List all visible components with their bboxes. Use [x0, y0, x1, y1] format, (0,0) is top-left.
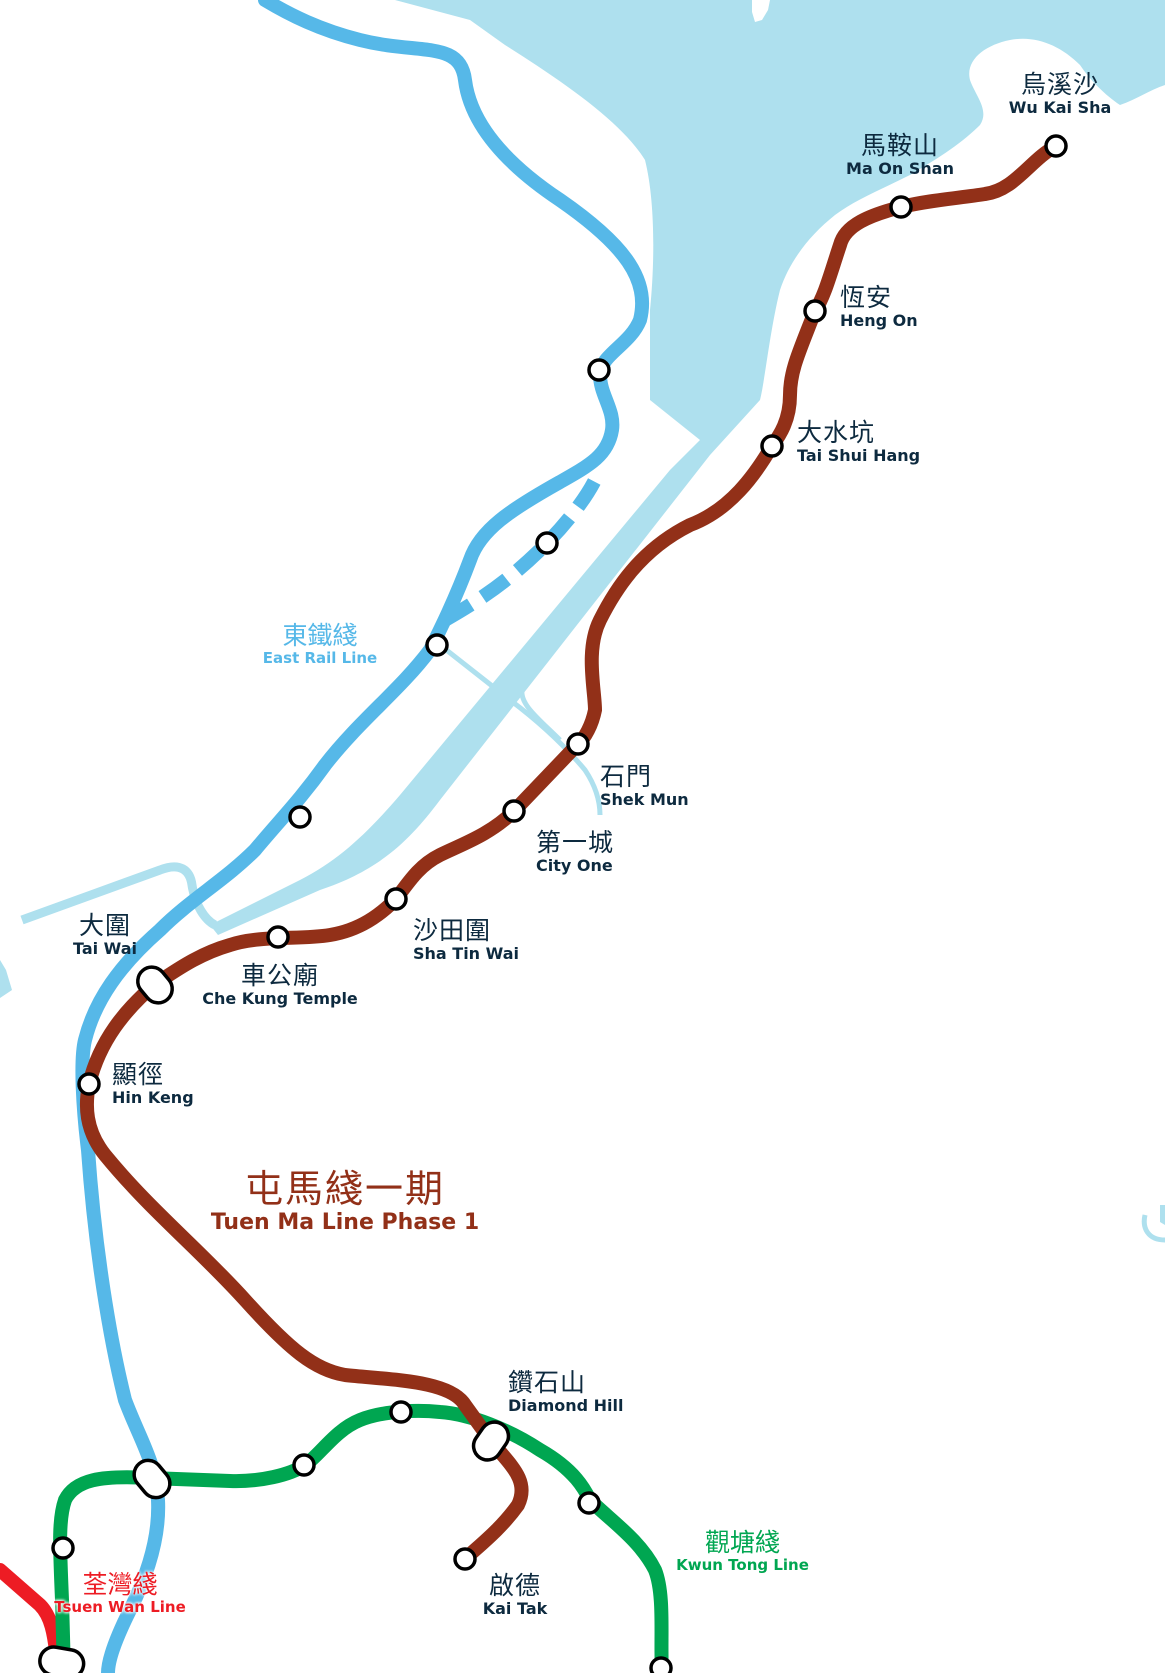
station-name-en: Ma On Shan	[846, 159, 954, 178]
station-name-zh: 烏溪沙	[1020, 70, 1099, 99]
label-sha-tin-wai: 沙田圍 Sha Tin Wai	[413, 918, 519, 962]
station-name-zh: 沙田圍	[413, 916, 492, 945]
station-east-rail-2[interactable]	[425, 633, 449, 657]
river-branch-ne	[519, 689, 562, 742]
river-branch-shatin	[438, 643, 603, 816]
line-name-zh: 東鐵綫	[282, 621, 358, 650]
water	[0, 0, 1165, 1243]
station-name-en: Kai Tak	[482, 1599, 548, 1618]
water-right-edge	[1141, 1214, 1165, 1243]
station-name-en: Tai Shui Hang	[797, 446, 921, 465]
station-name-en: Tai Wai	[72, 939, 138, 958]
water-left-edge	[0, 960, 12, 998]
station-hin-keng[interactable]	[77, 1072, 101, 1096]
label-tai-wai: 大圍 Tai Wai	[60, 913, 150, 957]
label-che-kung-temple: 車公廟 Che Kung Temple	[195, 963, 365, 1007]
line-name-zh: 屯馬綫一期	[244, 1167, 445, 1211]
station-name-en: Shek Mun	[600, 790, 689, 809]
label-shek-mun: 石門 Shek Mun	[600, 764, 689, 808]
station-kai-tak[interactable]	[453, 1547, 477, 1571]
east-rail-line-track	[75, 0, 650, 1673]
station-name-zh: 馬鞍山	[860, 131, 939, 160]
station-sha-tin-wai[interactable]	[384, 887, 408, 911]
station-name-zh: 啟德	[488, 1571, 541, 1600]
label-wu-kai-sha: 烏溪沙 Wu Kai Sha	[1000, 72, 1120, 116]
islet	[752, 0, 770, 22]
station-wu-kai-sha[interactable]	[1044, 134, 1068, 158]
station-name-zh: 鑽石山	[508, 1368, 587, 1397]
station-name-en: Sha Tin Wai	[413, 944, 519, 963]
station-kwun-tong-5[interactable]	[649, 1656, 673, 1673]
line-name-en: Tsuen Wan Line	[54, 1598, 186, 1616]
water-right-nub	[1160, 1205, 1165, 1225]
station-tai-shui-hang[interactable]	[760, 434, 784, 458]
station-name-en: Che Kung Temple	[202, 989, 358, 1008]
station-east-rail-1[interactable]	[587, 358, 611, 382]
station-kwun-tong-4[interactable]	[577, 1491, 601, 1515]
line-label-tsuen-wan: 荃灣綫 Tsuen Wan Line	[50, 1572, 190, 1615]
label-tai-shui-hang: 大水坑 Tai Shui Hang	[797, 420, 920, 464]
label-diamond-hill: 鑽石山 Diamond Hill	[508, 1370, 623, 1414]
interchange-diamond-hill[interactable]	[468, 1417, 514, 1466]
line-label-east-rail: 東鐵綫 East Rail Line	[255, 623, 385, 666]
river-branch-west	[20, 862, 218, 930]
label-hin-keng: 顯徑 Hin Keng	[112, 1062, 194, 1106]
station-kwun-tong-1[interactable]	[51, 1536, 75, 1560]
interchange-kowloon-tong[interactable]	[128, 1455, 175, 1504]
label-ma-on-shan: 馬鞍山 Ma On Shan	[840, 133, 960, 177]
station-name-en: Heng On	[840, 311, 918, 330]
line-name-en: Kwun Tong Line	[676, 1556, 809, 1574]
label-kai-tak: 啟德 Kai Tak	[470, 1573, 560, 1617]
station-name-zh: 第一城	[536, 828, 615, 857]
line-name-zh: 荃灣綫	[82, 1570, 158, 1599]
station-name-zh: 恆安	[840, 283, 893, 312]
label-city-one: 第一城 City One	[536, 830, 614, 874]
station-name-en: Diamond Hill	[508, 1396, 624, 1415]
interchange-prince-edward[interactable]	[38, 1645, 86, 1673]
station-name-zh: 大圍	[78, 911, 131, 940]
station-kwun-tong-3[interactable]	[389, 1400, 413, 1424]
station-city-one[interactable]	[502, 799, 526, 823]
station-name-en: Wu Kai Sha	[1008, 98, 1112, 117]
station-name-zh: 顯徑	[112, 1060, 165, 1089]
line-label-tuen-ma: 屯馬綫一期 Tuen Ma Line Phase 1	[205, 1170, 485, 1234]
station-che-kung-temple[interactable]	[266, 925, 290, 949]
station-name-en: City One	[536, 856, 613, 875]
station-name-zh: 大水坑	[797, 418, 876, 447]
line-name-en: Tuen Ma Line Phase 1	[210, 1210, 480, 1235]
line-name-zh: 觀塘綫	[704, 1528, 780, 1557]
interchange-tai-wai[interactable]	[132, 961, 178, 1008]
station-shek-mun[interactable]	[566, 732, 590, 756]
station-kwun-tong-2[interactable]	[292, 1453, 316, 1477]
station-name-en: Hin Keng	[112, 1088, 194, 1107]
station-ma-on-shan[interactable]	[889, 195, 913, 219]
station-name-zh: 車公廟	[240, 961, 319, 990]
east-rail-racecourse-branch	[441, 476, 602, 627]
label-heng-on: 恆安 Heng On	[840, 285, 918, 329]
station-name-zh: 石門	[600, 762, 653, 791]
stations	[38, 134, 1068, 1673]
line-name-en: East Rail Line	[262, 649, 378, 667]
tolo-harbour	[210, 0, 1165, 935]
station-heng-on[interactable]	[803, 299, 827, 323]
line-label-kwun-tong: 觀塘綫 Kwun Tong Line	[670, 1530, 815, 1573]
station-east-rail-3[interactable]	[288, 805, 312, 829]
station-east-rail-racecourse[interactable]	[535, 531, 559, 555]
